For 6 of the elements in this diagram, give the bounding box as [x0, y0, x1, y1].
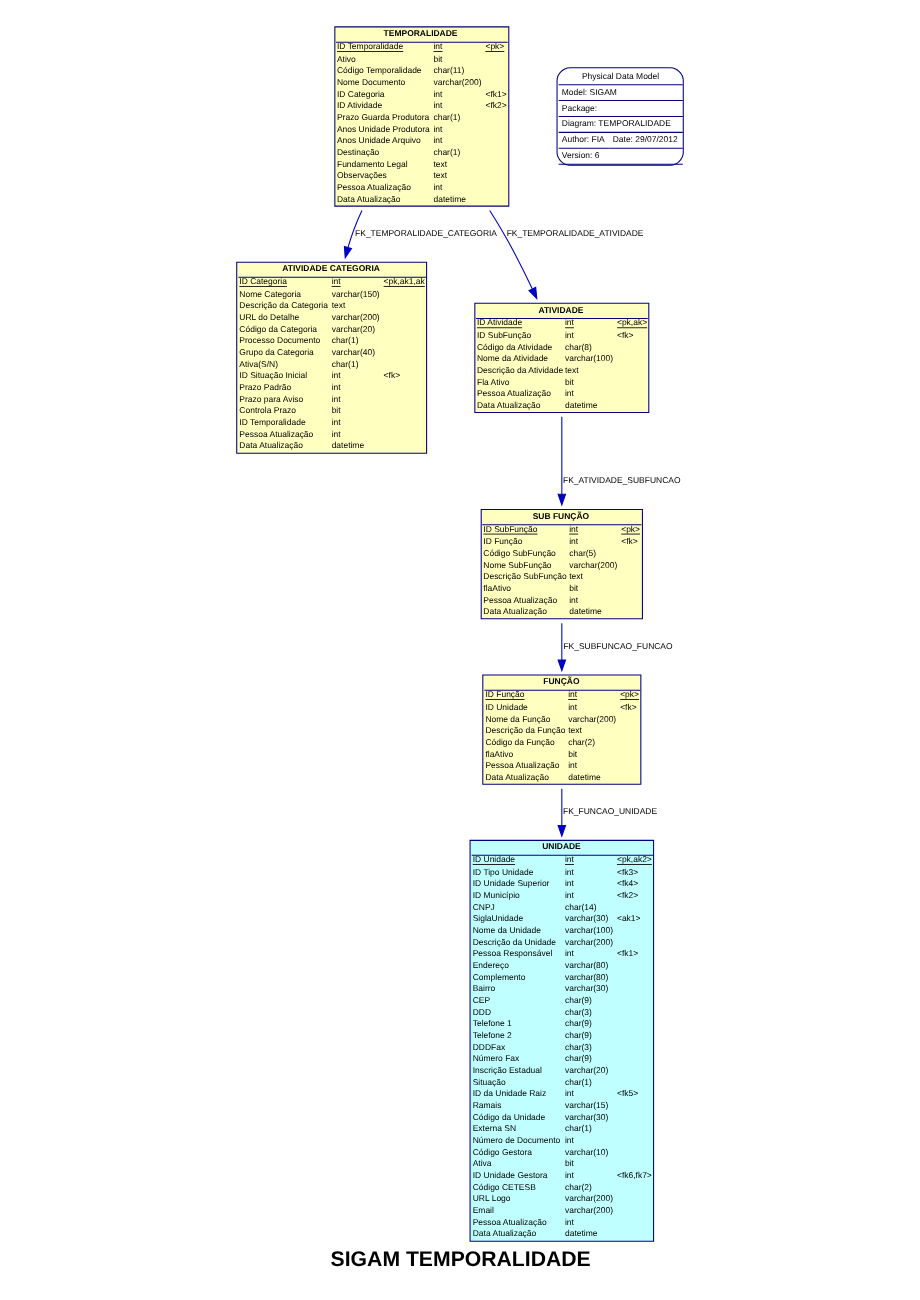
diagram-title: SIGAM TEMPORALIDADE [330, 1247, 591, 1272]
arrow [343, 210, 363, 260]
arrow [557, 416, 567, 507]
arrow [489, 209, 538, 301]
arrow [557, 788, 567, 838]
arrow [557, 622, 567, 673]
